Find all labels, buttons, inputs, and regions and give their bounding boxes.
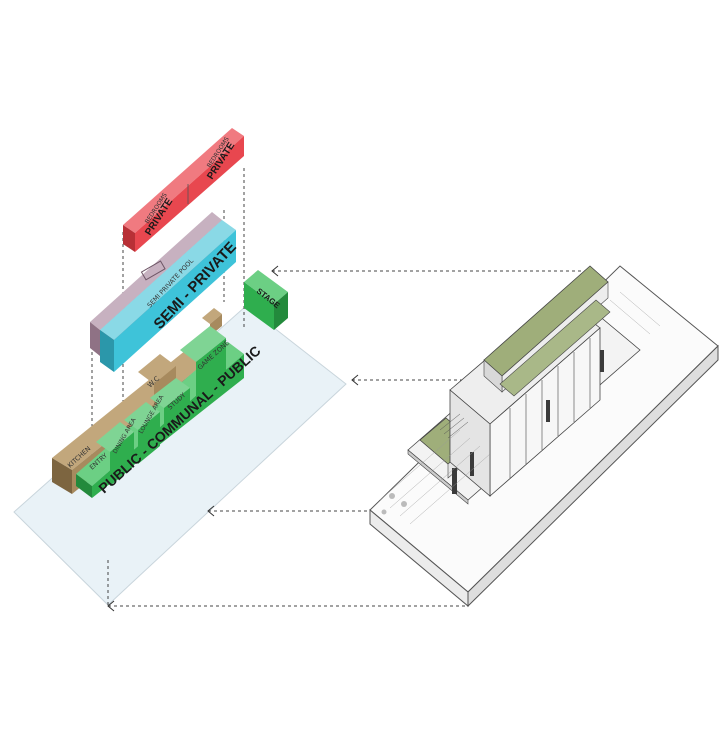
public-block xyxy=(76,326,244,498)
private-block xyxy=(123,128,244,252)
semi-private-block xyxy=(100,220,236,372)
connector-arrows xyxy=(107,265,590,612)
building-axonometric xyxy=(369,265,719,608)
stage-block xyxy=(244,270,288,330)
